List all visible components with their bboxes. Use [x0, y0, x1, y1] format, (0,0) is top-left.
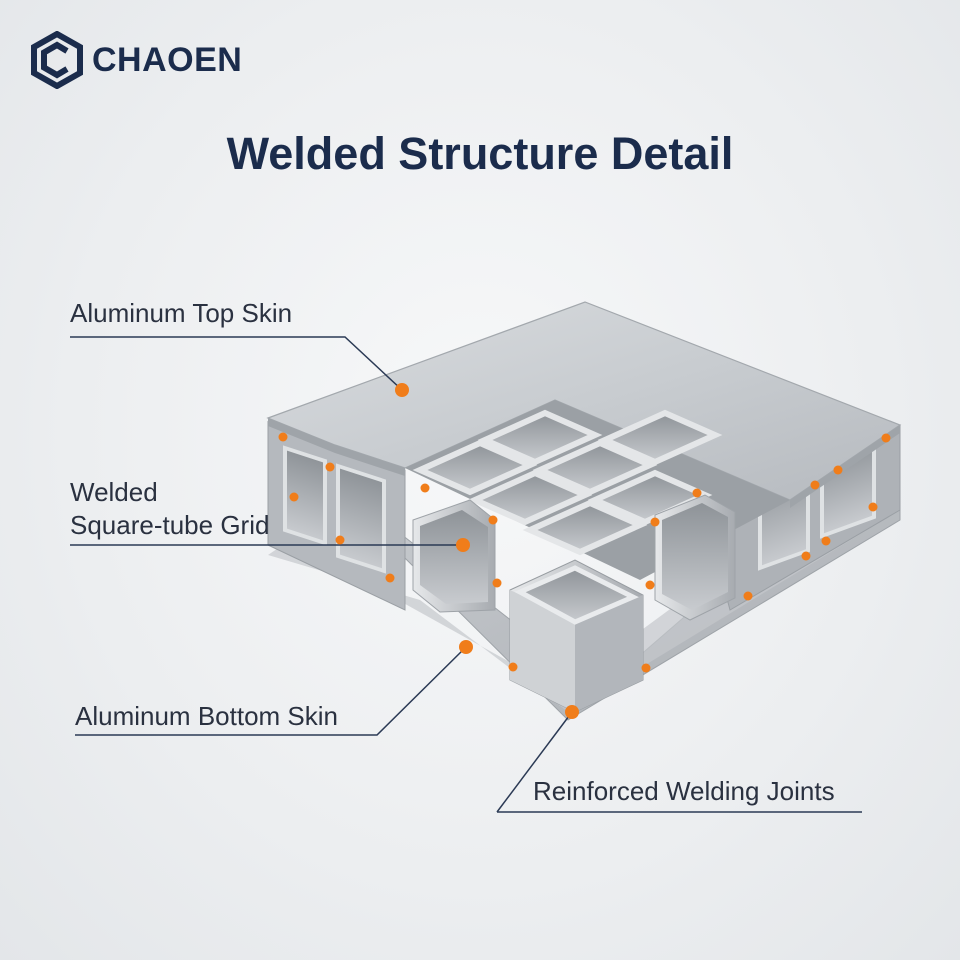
weld-dot-joint [565, 705, 579, 719]
right-side-tubes [699, 424, 901, 611]
weld-dot-bottom-skin [459, 640, 473, 654]
hexagon-c-logo-icon [31, 31, 83, 89]
label-grid-line2: Square-tube Grid [70, 510, 270, 540]
label-grid-line1: Welded [70, 477, 158, 507]
leader-lines [70, 336, 862, 813]
weld-joint-markers [278, 383, 891, 719]
label-bottom-skin: Aluminum Bottom Skin [75, 701, 338, 731]
protruding-tube-left [412, 499, 496, 613]
front-square-tube [509, 559, 644, 713]
page-title: Welded Structure Detail [226, 128, 734, 179]
protruding-tube-right [654, 494, 736, 621]
weld-dot-grid [456, 538, 470, 552]
weld-dot-top-skin [395, 383, 409, 397]
brand-logo: CHAOEN [30, 30, 242, 90]
brand-name: CHAOEN [92, 40, 243, 79]
label-top-skin: Aluminum Top Skin [70, 298, 293, 328]
label-welding-joints: Reinforced Welding Joints [533, 776, 835, 806]
